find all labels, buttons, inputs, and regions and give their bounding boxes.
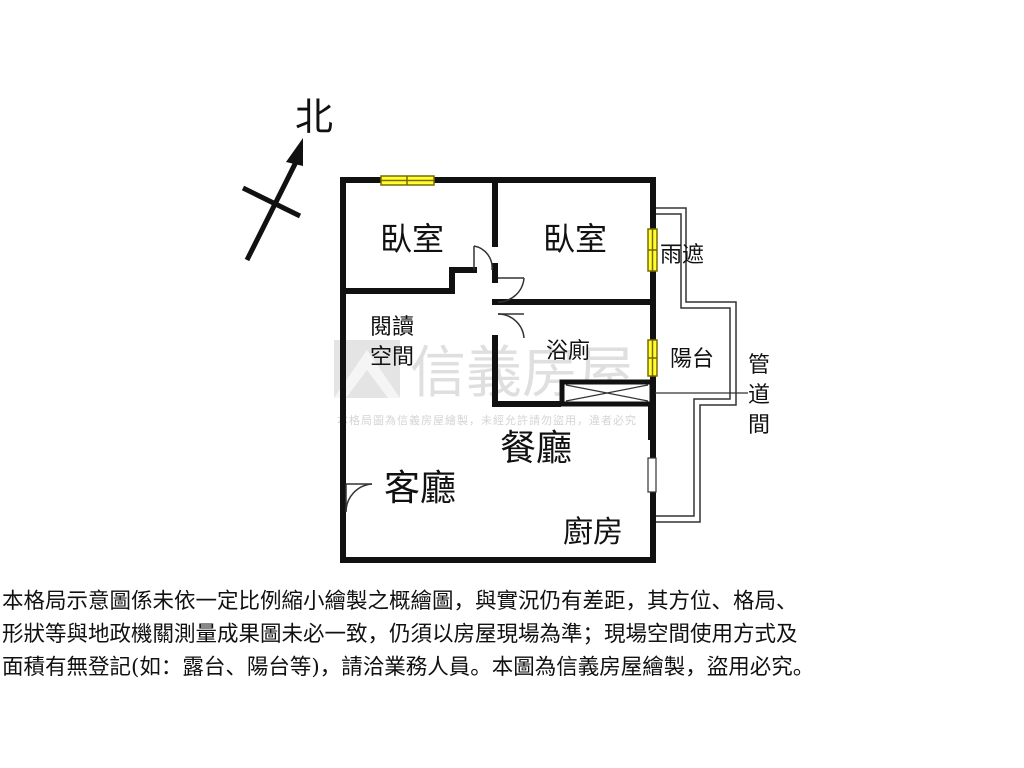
bedroom-1-door: [473, 245, 493, 271]
living-label: 客廳: [384, 468, 456, 509]
windows: [380, 175, 658, 377]
walls: [340, 177, 656, 563]
disclaimer: 本格局示意圖係未依一定比例縮小繪製之概繪圖，與實況仍有差距，其方位、格局、 形狀…: [2, 585, 1022, 684]
bedroom-2-label: 臥室: [543, 220, 607, 258]
balcony-label: 陽台: [670, 347, 714, 372]
dining-label: 餐廳: [500, 428, 572, 469]
compass-cross-bar: [241, 185, 302, 219]
north-label: 北: [295, 95, 333, 139]
compass: 北: [241, 95, 333, 262]
reading-label-line1: 閱讀: [370, 315, 414, 340]
bathroom-door: [497, 313, 525, 339]
floor-plan: 北 信義房屋 本格局圖為信義房屋繪製，未經允許請勿盜用，違者必究: [241, 95, 770, 563]
duct-shaft: [559, 379, 748, 407]
compass-arrow-head: [286, 138, 303, 166]
duct-label-line1: 管: [748, 353, 770, 378]
bedroom-1-label: 臥室: [380, 220, 444, 258]
duct-label-line3: 間: [748, 413, 770, 438]
window-bathroom: [647, 339, 658, 377]
duct-label-line2: 道: [748, 383, 770, 408]
disclaimer-line-1: 本格局示意圖係未依一定比例縮小繪製之概繪圖，與實況仍有差距，其方位、格局、: [2, 589, 798, 614]
bedroom-2-door: [497, 277, 525, 303]
disclaimer-line-2: 形狀等與地政機關測量成果圖未必一致，仍須以房屋現場為準；現場空間使用方式及: [2, 622, 798, 647]
compass-arrow-shaft: [244, 158, 300, 262]
watermark-notice: 本格局圖為信義房屋繪製，未經允許請勿盜用，違者必究: [337, 413, 637, 427]
kitchen-window: [647, 457, 657, 493]
canopy-outline: [653, 207, 737, 523]
reading-label-line2: 空間: [370, 345, 414, 370]
doors: [345, 245, 525, 513]
entrance-door: [345, 483, 373, 513]
kitchen-label: 廚房: [563, 515, 623, 550]
canopy-label: 雨遮: [660, 243, 704, 268]
window-bedroom-2: [647, 228, 658, 272]
disclaimer-line-3: 面積有無登記(如：露台、陽台等)，請洽業務人員。本圖為信義房屋繪製，盜用必究。: [2, 655, 815, 680]
window-top: [380, 175, 435, 186]
bathroom-label: 浴廁: [546, 339, 590, 364]
